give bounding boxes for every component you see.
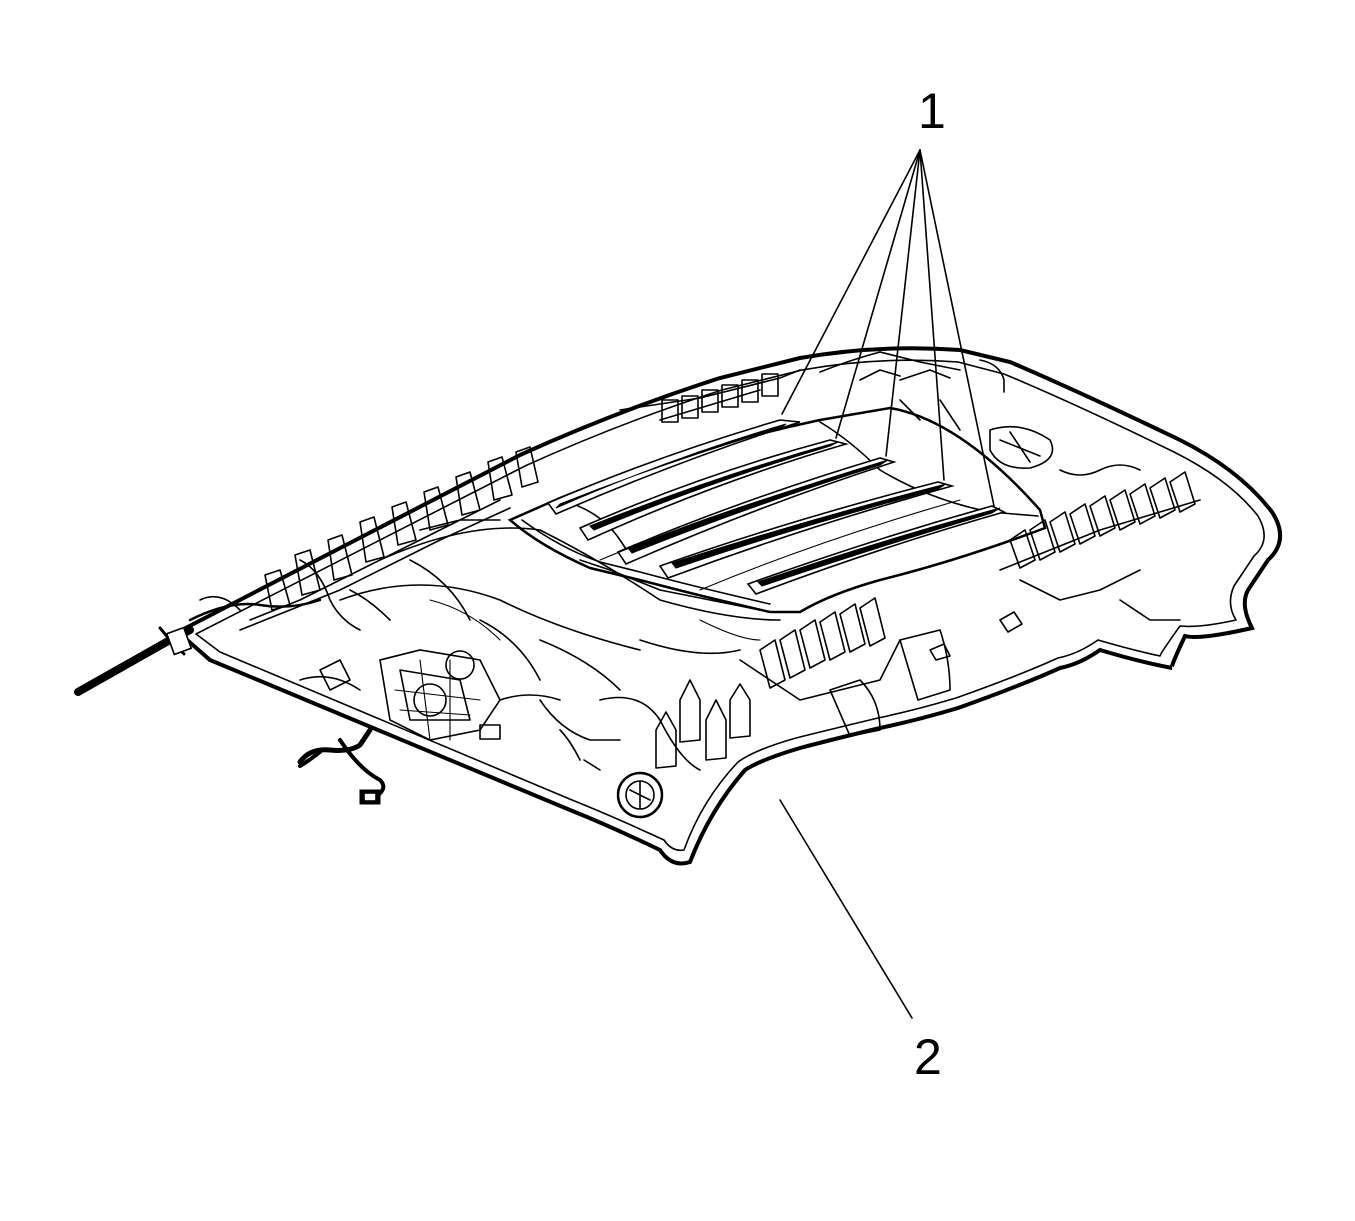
front-clips [539,597,951,819]
sunroof-panel [339,406,1047,651]
rear-clip-row [619,351,1005,431]
callout-1-label: 1 [918,83,946,139]
right-side-clips [929,425,1201,661]
callout-2-leader [779,799,913,1019]
callout-1-leaders [781,149,995,507]
callout-2-label: 2 [914,1029,942,1085]
left-wiring [74,595,386,805]
overhead-console-area [299,649,561,741]
center-detail-lines [409,519,761,691]
reinforcement-strips [546,419,1007,595]
headliner-panel [174,346,1282,866]
